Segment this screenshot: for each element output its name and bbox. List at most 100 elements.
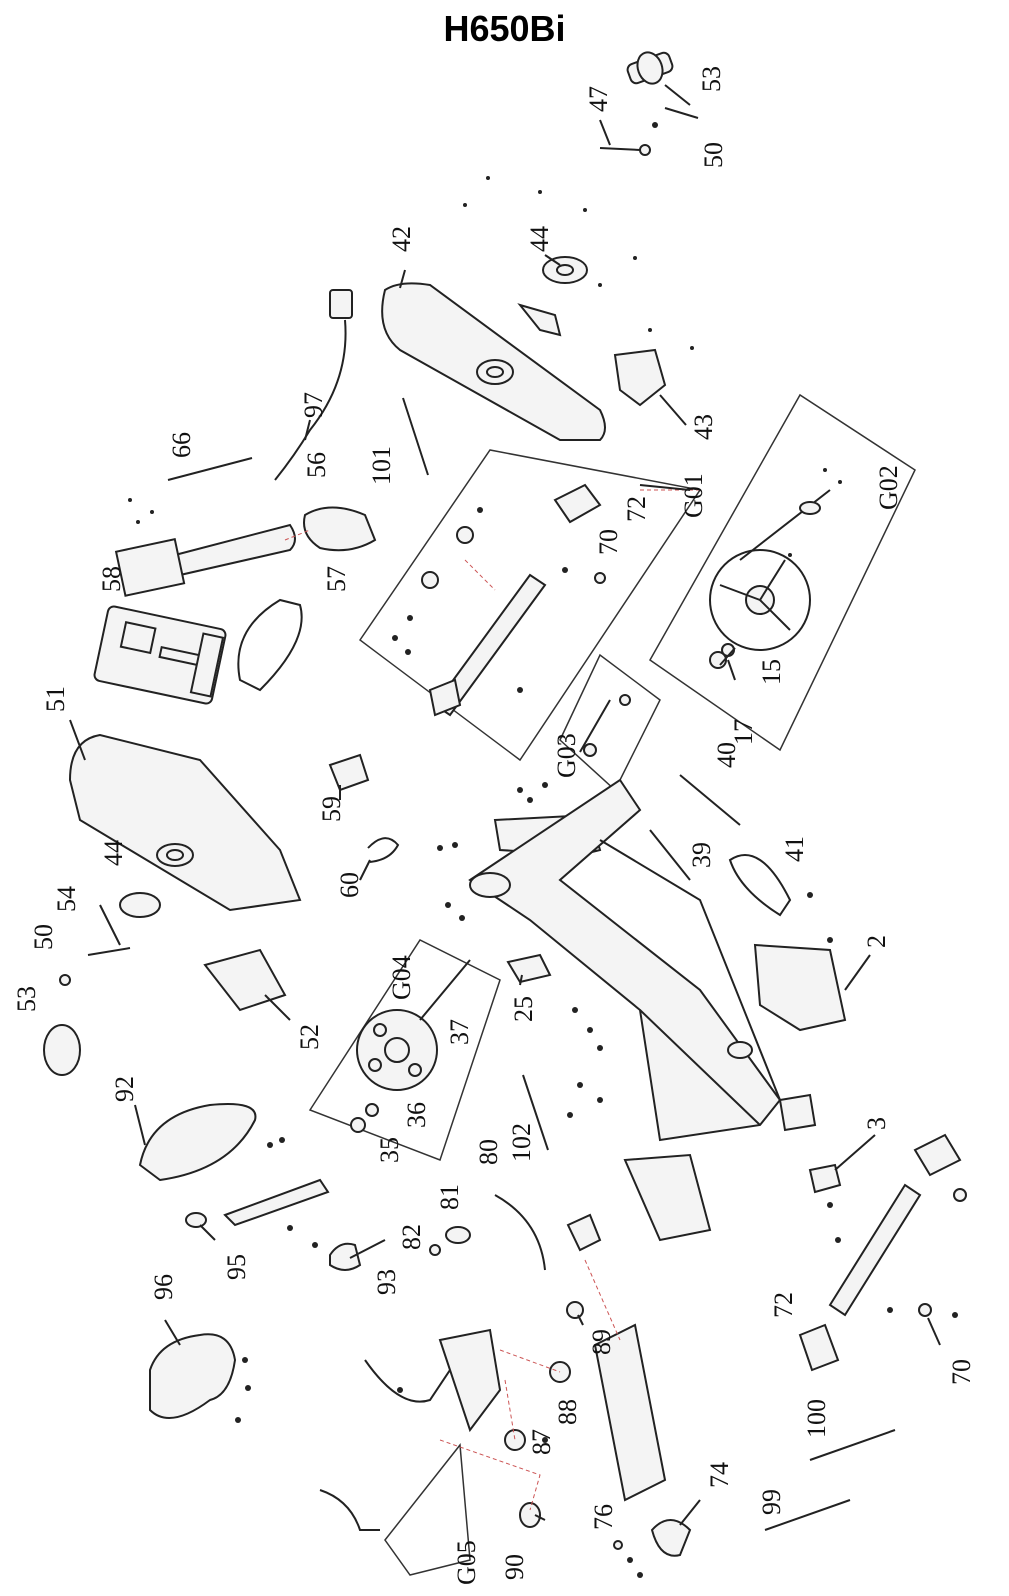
- callout: 53: [697, 66, 726, 92]
- part-cable-97: [274, 319, 347, 481]
- callout: 59: [317, 796, 346, 822]
- part-rod-39: [649, 829, 691, 881]
- part-end-cap-72: [553, 483, 602, 524]
- part-right-cover: [381, 282, 606, 441]
- callout: 41: [780, 836, 809, 862]
- callout: 82: [397, 1224, 426, 1250]
- part-lever-54: [87, 947, 131, 956]
- callout: 100: [802, 1399, 831, 1438]
- callout: 90: [500, 1554, 529, 1580]
- callout: 44: [99, 840, 128, 866]
- part-25: [506, 953, 552, 984]
- part-handle-bracket: [438, 1328, 502, 1433]
- part-seat-rail: [593, 1323, 667, 1502]
- fastener-dots: [128, 122, 958, 1578]
- callout: G01: [679, 473, 708, 518]
- group-box-g05: [384, 1443, 471, 1576]
- callout: 35: [375, 1137, 404, 1163]
- part-90: [519, 1502, 541, 1528]
- part-3: [808, 1163, 842, 1194]
- part-81: [445, 1226, 471, 1244]
- callout: 51: [41, 686, 70, 712]
- group-box-g02: [649, 393, 916, 752]
- part-rod-100: [809, 1429, 896, 1461]
- callout: 57: [322, 566, 351, 592]
- callout: 40: [712, 742, 741, 768]
- callout: 66: [167, 432, 196, 458]
- callout: 93: [372, 1269, 401, 1295]
- callout: 47: [584, 86, 613, 112]
- part-lower-shroud: [623, 1153, 712, 1242]
- part-main-frame: [468, 778, 817, 1142]
- part-87: [504, 1429, 526, 1451]
- callout: 39: [687, 842, 716, 868]
- part-g03-assembly: [579, 699, 611, 753]
- part-93: [329, 1242, 362, 1271]
- callout: 80: [474, 1139, 503, 1165]
- callout: 36: [402, 1102, 431, 1128]
- part-rod-99: [764, 1499, 851, 1531]
- callout: 37: [445, 1019, 474, 1045]
- part-rod-40: [679, 774, 741, 826]
- callout: 50: [29, 924, 58, 950]
- callout: 44: [525, 226, 554, 252]
- part-belt-41: [728, 854, 792, 917]
- part-rear-stabilizer: [828, 1183, 922, 1317]
- callout: 2: [862, 935, 891, 948]
- callout: G05: [452, 1540, 481, 1585]
- part-console-post: [173, 523, 296, 577]
- callout: 72: [769, 1292, 798, 1318]
- callout: 50: [699, 142, 728, 168]
- callout: 74: [705, 1462, 734, 1488]
- part-lever-top: [599, 147, 641, 151]
- callout: 53: [12, 986, 41, 1012]
- part-rod-66: [167, 457, 253, 481]
- part-flywheel: [709, 549, 811, 651]
- part-handle-80: [494, 1194, 546, 1271]
- callout: 70: [594, 529, 623, 555]
- callout: 58: [97, 566, 126, 592]
- part-left-cover: [68, 733, 302, 912]
- part-89: [566, 1301, 584, 1319]
- part-seat-slider: [223, 1178, 330, 1227]
- part-pedal: [566, 1213, 602, 1252]
- callout: 54: [52, 886, 81, 912]
- callout: 60: [335, 872, 364, 898]
- part-76: [613, 1540, 623, 1550]
- part-59: [328, 753, 370, 792]
- callout: 89: [587, 1329, 616, 1355]
- group-box-g04: [308, 939, 501, 1161]
- callout: 95: [222, 1254, 251, 1280]
- part-spring-60: [367, 837, 400, 863]
- part-post-cap: [303, 506, 377, 552]
- part-disc-top: [542, 256, 588, 284]
- callout: 97: [299, 392, 328, 418]
- callout: G03: [552, 733, 581, 778]
- leader-lines: [69, 84, 941, 1526]
- callout: 70: [947, 1359, 976, 1385]
- callout: G02: [874, 465, 903, 510]
- callout: 52: [295, 1024, 324, 1050]
- part-shroud-2: [753, 943, 847, 1032]
- part-knob-left: [43, 1024, 81, 1076]
- callout: G04: [387, 955, 416, 1000]
- part-bracket-52: [203, 948, 287, 1012]
- callout: 76: [589, 1504, 618, 1530]
- part-pulley-disc: [356, 1009, 438, 1091]
- callout: 92: [110, 1076, 139, 1102]
- part-console: [93, 605, 227, 705]
- callout: 88: [553, 1399, 582, 1425]
- part-bracket-43: [613, 348, 667, 407]
- callout: 15: [757, 659, 786, 685]
- callout: 17: [729, 719, 758, 745]
- part-95: [185, 1212, 207, 1228]
- callout: 56: [302, 452, 331, 478]
- part-handle-loop: [237, 598, 303, 692]
- diagram-title: H650Bi: [443, 8, 566, 49]
- callout: 81: [435, 1184, 464, 1210]
- callout: 101: [367, 446, 396, 485]
- group-box-g03: [559, 653, 661, 792]
- callout: 96: [149, 1274, 178, 1300]
- part-knob-top: [626, 51, 674, 85]
